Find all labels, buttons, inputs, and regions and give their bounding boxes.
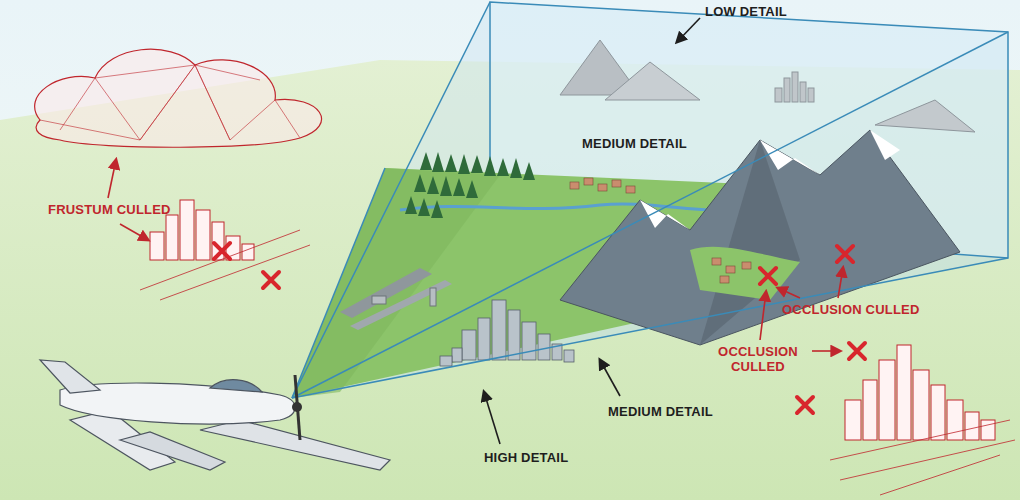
callout-label: FRUSTUM CULLED <box>48 202 171 217</box>
callout-label: OCCLUSION CULLED <box>712 344 804 374</box>
callout-label: HIGH DETAIL <box>484 450 568 465</box>
callout-label: OCCLUSION CULLED <box>782 302 920 317</box>
callout-label: MEDIUM DETAIL <box>608 404 713 419</box>
callout-label: LOW DETAIL <box>705 4 787 19</box>
callout-label: MEDIUM DETAIL <box>582 136 687 151</box>
